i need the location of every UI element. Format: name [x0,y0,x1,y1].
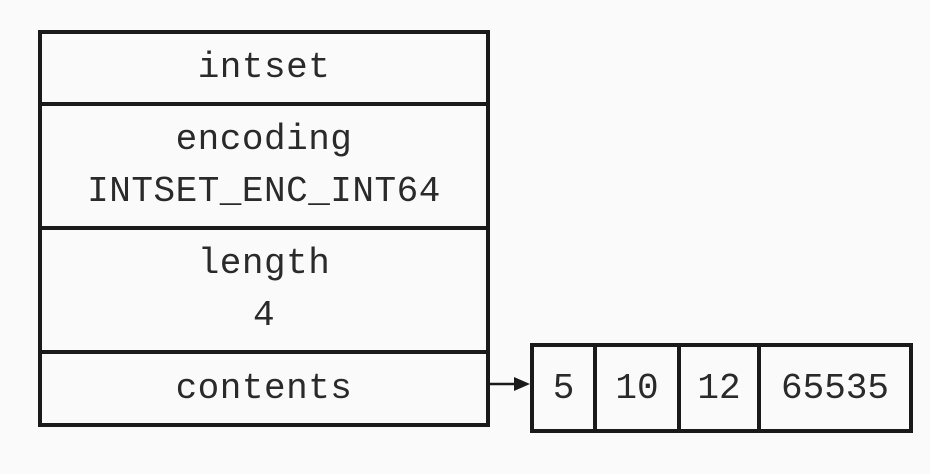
intset-title: intset [197,47,331,88]
length-field: length 4 [42,230,486,354]
intset-struct: intset encoding INTSET_ENC_INT64 length … [38,30,490,427]
contents-array: 5 10 12 65535 [530,343,913,433]
length-label: length [197,243,331,284]
array-cell: 10 [597,347,681,429]
array-cell: 65535 [780,367,890,409]
contents-label: contents [175,367,353,409]
array-cell: 12 [681,347,761,429]
encoding-field: encoding INTSET_ENC_INT64 [42,106,486,230]
pointer-arrow-icon [490,377,530,391]
intset-title-field: intset [42,34,486,106]
contents-field: contents [42,354,486,423]
encoding-label: encoding [175,119,353,160]
length-value: 4 [252,295,276,336]
encoding-value: INTSET_ENC_INT64 [87,171,441,212]
array-cell: 5 [534,347,597,429]
